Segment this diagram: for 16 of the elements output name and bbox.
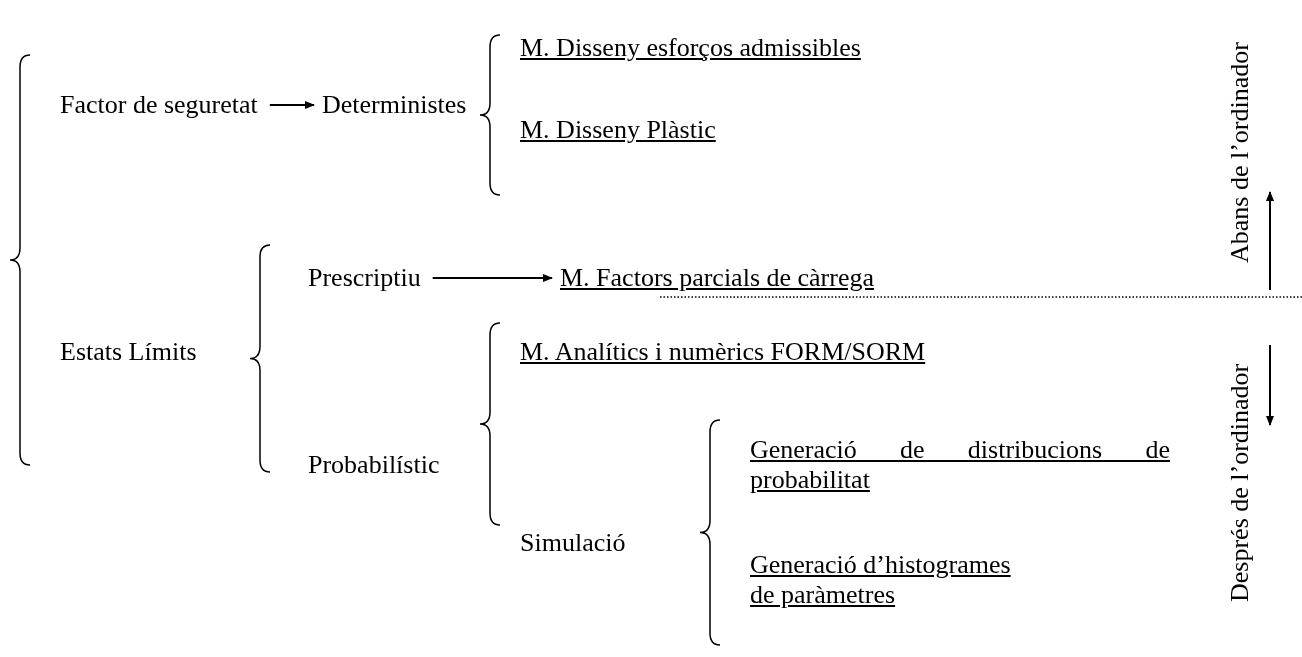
method-label: M. Disseny esforços admissibles [520, 33, 861, 63]
period-label: Després de l’ordinador [1225, 362, 1255, 605]
category-label: Factor de seguretat [60, 90, 258, 120]
method-label: Generació de distribucions de probabilitat [750, 435, 1170, 495]
method-label: M. Analítics i numèrics FORM/SORM [520, 337, 926, 367]
category-label: Estats Límits [60, 337, 197, 367]
category-label: Simulació [520, 528, 626, 558]
category-label: Prescriptiu [308, 263, 421, 293]
arrow [268, 101, 315, 109]
arrow [431, 274, 553, 282]
period-label: Abans de l’ordinador [1225, 41, 1255, 266]
category-label: Probabilístic [308, 450, 440, 480]
method-label: Generació d’histogrames de paràmetres [750, 550, 1040, 610]
method-label: M. Disseny Plàstic [520, 115, 716, 145]
method-label: M. Factors parcials de càrrega [560, 263, 875, 293]
category-label: Deterministes [322, 90, 467, 120]
